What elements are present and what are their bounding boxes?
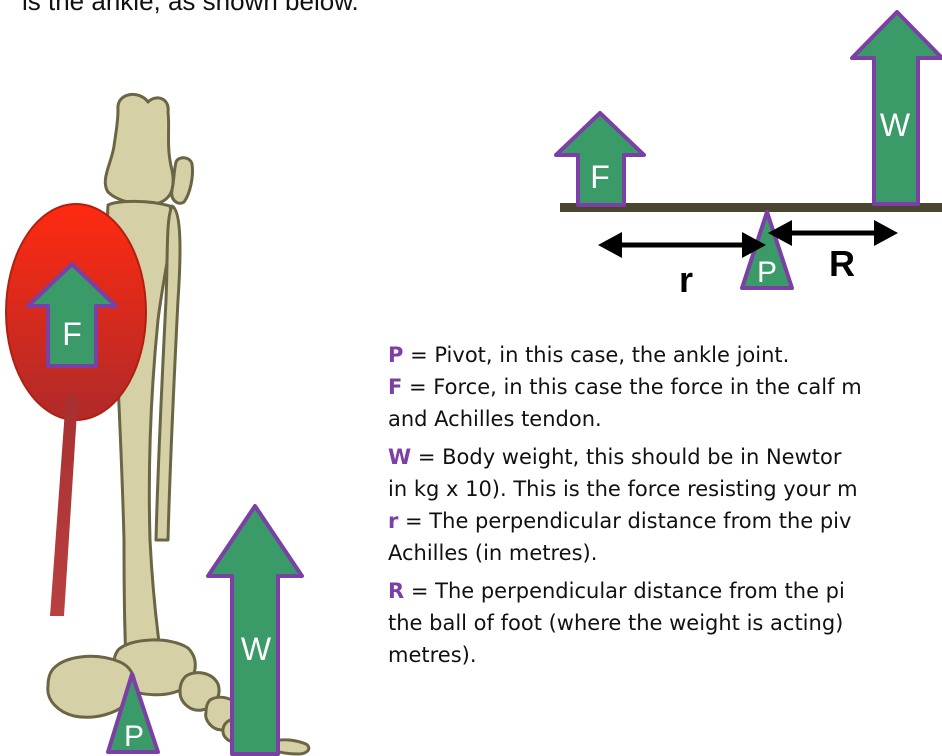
legend-text: = Pivot, in this case, the ankle joint.: [403, 343, 789, 367]
legend-line: the ball of foot (where the weight is ac…: [388, 608, 942, 638]
achilles-tendon: [50, 396, 78, 616]
legend-text: = The perpendicular distance from the pi…: [398, 509, 851, 533]
legend-line: metres).: [388, 640, 942, 670]
legend-text: the ball of foot (where the weight is ac…: [388, 611, 843, 635]
small-distance-arrow: [598, 232, 766, 258]
legend-text: metres).: [388, 643, 477, 667]
legend-line: and Achilles tendon.: [388, 404, 942, 434]
legend-symbol: R: [388, 579, 404, 603]
legend-line: r = The perpendicular distance from the …: [388, 506, 942, 536]
lever-force-label: F: [590, 159, 610, 195]
legend-text: in kg x 10). This is the force resisting…: [388, 477, 858, 501]
legend-text: and Achilles tendon.: [388, 407, 602, 431]
legend-symbol: W: [388, 445, 411, 469]
symbol-legend: P = Pivot, in this case, the ankle joint…: [388, 340, 942, 672]
tibia-head: [105, 94, 173, 204]
legend-line: F = Force, in this case the force in the…: [388, 372, 942, 402]
legend-text: = Force, in this case the force in the c…: [402, 375, 861, 399]
ankle-pivot-label: P: [124, 720, 144, 753]
legend-line: R = The perpendicular distance from the …: [388, 576, 942, 606]
small-distance-label: r: [679, 259, 693, 300]
legend-line: Achilles (in metres).: [388, 538, 942, 568]
legend-line: P = Pivot, in this case, the ankle joint…: [388, 340, 942, 370]
lever-force-arrow: F: [556, 113, 644, 205]
lever-weight-arrow: W: [852, 12, 942, 204]
foot-weight-label: W: [241, 631, 272, 667]
large-distance-label: R: [829, 243, 855, 284]
legend-line: W = Body weight, this should be in Newto…: [388, 442, 942, 472]
legend-symbol: F: [388, 375, 402, 399]
legend-symbol: P: [388, 343, 403, 367]
legend-text: Achilles (in metres).: [388, 541, 597, 565]
lever-weight-label: W: [880, 107, 911, 143]
legend-text: = Body weight, this should be in Newtor: [411, 445, 841, 469]
lever-pivot-label: P: [757, 256, 777, 289]
fibula-head: [172, 158, 193, 204]
legend-line: in kg x 10). This is the force resisting…: [388, 474, 942, 504]
legend-text: = The perpendicular distance from the pi: [404, 579, 845, 603]
calf-force-label: F: [62, 316, 82, 352]
legend-symbol: r: [388, 509, 398, 533]
